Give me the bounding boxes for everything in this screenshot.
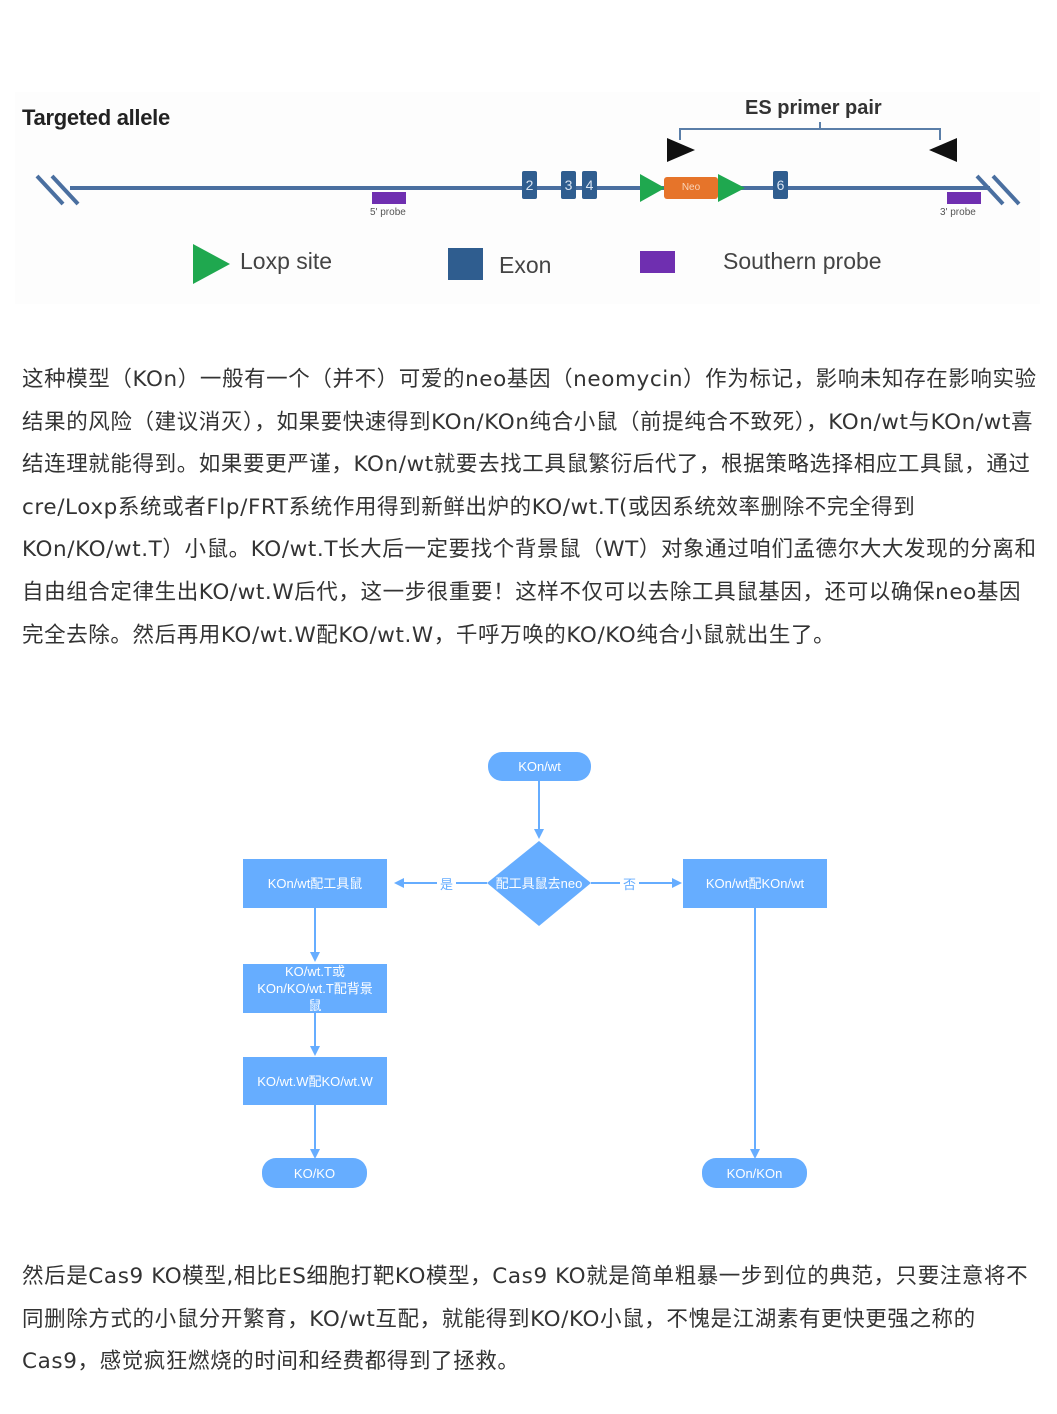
5-probe-rect: [372, 192, 406, 204]
exon-4: 4: [582, 171, 597, 199]
flow-left-step-1: KOn/wt配工具鼠: [243, 859, 387, 908]
flow-left-step-2: KO/wt.T或KOn/KO/wt.T配背景鼠: [243, 964, 387, 1013]
loxp-site-icon-1: [640, 174, 665, 202]
decision-diamond: [487, 841, 591, 926]
figure-title: Targeted allele: [22, 105, 170, 130]
exon-6: 6: [773, 171, 788, 199]
exon-3: 3: [561, 171, 576, 199]
forward-primer-icon: [667, 138, 695, 162]
flow-left-end: KO/KO: [262, 1158, 367, 1188]
paragraph-cas9-model: 然后是Cas9 KO模型,相比ES细胞打靶KO模型，Cas9 KO就是简单粗暴一…: [22, 1264, 1029, 1375]
paragraph-kon-model: 这种模型（KOn）一般有一个（并不）可爱的neo基因（neomycin）作为标记…: [22, 367, 1037, 648]
exon-2: 2: [522, 171, 537, 199]
flow-left-step-3: KO/wt.W配KO/wt.W: [243, 1057, 387, 1105]
primer-pair-label: ES primer pair: [745, 97, 882, 119]
legend-probe-label: Southern probe: [723, 248, 882, 274]
neo-cassette: Neo: [664, 177, 718, 199]
legend-exon-icon: [448, 248, 483, 280]
flow-yes-label: 是: [437, 874, 457, 893]
loxp-site-icon-2: [718, 174, 745, 202]
targeted-allele-figure: Targeted allele ES primer pair 2 3 4 Neo…: [15, 92, 1040, 304]
break-mark-left-2: [50, 174, 80, 206]
primer-bracket: [679, 122, 941, 140]
3-probe-rect: [947, 192, 981, 204]
flow-no-label: 否: [620, 874, 640, 893]
legend-loxp-label: Loxp site: [240, 248, 333, 274]
flow-right-end: KOn/KOn: [702, 1158, 807, 1188]
legend-loxp-icon: [193, 244, 230, 284]
break-mark-left-1: [35, 174, 65, 206]
reverse-primer-icon: [929, 138, 957, 162]
flow-start-node: KOn/wt: [488, 752, 591, 781]
3-probe-label: 3' probe: [940, 207, 976, 218]
flow-decision-label: 配工具鼠去neo: [495, 875, 583, 891]
flow-right-step: KOn/wt配KOn/wt: [683, 859, 827, 908]
legend-probe-icon: [640, 251, 675, 273]
5-probe-label: 5' probe: [370, 207, 406, 218]
break-mark-right-2: [991, 174, 1021, 206]
legend-exon-label: Exon: [499, 252, 552, 278]
